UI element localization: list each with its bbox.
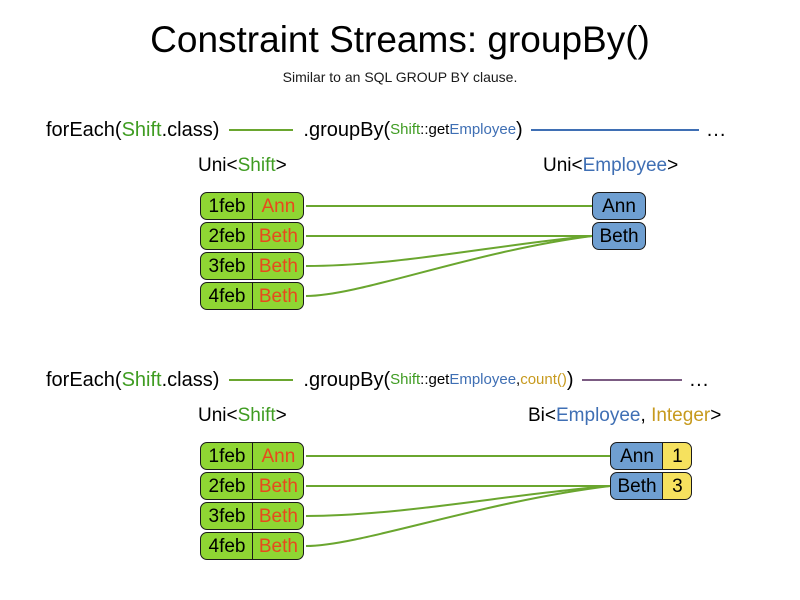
group-by-arg-class: Shift	[390, 121, 421, 138]
shift-employee: Beth	[252, 472, 305, 500]
stream-type-right-2-type: Employee	[556, 405, 641, 426]
shift-row: 3feb Beth	[200, 502, 305, 530]
group-by-prefix: .groupBy(	[303, 369, 391, 391]
group-row: Ann	[592, 192, 646, 220]
page-title: Constraint Streams: groupBy()	[150, 19, 650, 60]
stream-type-left-1-type: Shift	[237, 155, 276, 176]
shift-row: 1feb Ann	[200, 442, 305, 470]
shift-employee: Beth	[252, 532, 305, 560]
pipeline-ellipsis-1: ...	[706, 119, 727, 141]
for-each-prefix: forEach(	[46, 369, 122, 391]
group-count: 1	[662, 442, 693, 470]
shift-row: 2feb Beth	[200, 472, 305, 500]
pipeline-ellipsis-2: ...	[689, 369, 710, 391]
group-row: Ann 1	[610, 442, 693, 470]
stream-type-left-1-prefix: Uni<	[198, 155, 238, 176]
group-by-arg-property: Employee	[449, 121, 517, 138]
group-by-arg-separator: ,	[516, 371, 521, 388]
shift-date: 4feb	[200, 532, 254, 560]
group-by-arg-collector: count()	[520, 371, 567, 388]
stream-type-right-1-suffix: >	[667, 155, 679, 176]
shift-date: 4feb	[200, 282, 254, 310]
stream-type-left-2-prefix: Uni<	[198, 405, 238, 426]
stream-type-right-2-suffix: >	[710, 405, 722, 426]
for-each-type: Shift	[121, 369, 162, 391]
stream-type-right-1-type: Employee	[582, 155, 668, 176]
shift-row: 1feb Ann	[200, 192, 305, 220]
shift-date: 2feb	[200, 472, 254, 500]
stream-type-right-2-separator: ,	[640, 405, 652, 426]
shift-date: 1feb	[200, 192, 254, 220]
group-by-prefix: .groupBy(	[303, 119, 391, 141]
pipeline-rule-blue-1	[530, 129, 699, 131]
shift-row: 2feb Beth	[200, 222, 305, 250]
pipeline-rule-green-1	[229, 129, 294, 131]
group-by-suffix: )	[516, 119, 523, 141]
stream-type-left-2-suffix: >	[275, 405, 287, 426]
connector-3feb-beth	[305, 235, 593, 267]
pipeline-code-line-2: forEach(Shift.class) .groupBy(Shift::get…	[46, 366, 709, 394]
group-row: Beth 3	[610, 472, 693, 500]
shift-employee: Ann	[252, 442, 305, 470]
page-subtitle: Similar to an SQL GROUP BY clause.	[282, 69, 518, 85]
stream-type-right-2: Bi<Employee, Integer>	[528, 404, 721, 428]
shift-row: 4feb Beth	[200, 532, 305, 560]
shift-date: 2feb	[200, 222, 254, 250]
for-each-suffix: .class)	[161, 369, 220, 391]
group-employee: Beth	[610, 472, 664, 500]
stream-type-right-1-prefix: Uni<	[543, 155, 583, 176]
group-by-arg-method: ::get	[420, 371, 450, 388]
for-each-prefix: forEach(	[46, 119, 122, 141]
pipeline-rule-green-2	[229, 379, 294, 381]
group-by-arg-class: Shift	[390, 371, 421, 388]
shift-employee: Beth	[252, 252, 305, 280]
group-employee: Beth	[592, 222, 646, 250]
shift-employee: Ann	[252, 192, 305, 220]
for-each-suffix: .class)	[161, 119, 220, 141]
stream-type-right-2-type2: Integer	[651, 405, 711, 426]
shift-employee: Beth	[252, 502, 305, 530]
shift-date: 3feb	[200, 502, 254, 530]
stream-type-right-1: Uni<Employee>	[543, 154, 678, 178]
stream-type-left-2-type: Shift	[237, 405, 276, 426]
group-employee: Ann	[592, 192, 646, 220]
shift-row: 4feb Beth	[200, 282, 305, 310]
stream-type-left-1-suffix: >	[275, 155, 287, 176]
shift-employee: Beth	[252, 282, 305, 310]
stream-type-right-2-prefix: Bi<	[528, 405, 556, 426]
group-row: Beth	[592, 222, 646, 250]
group-count: 3	[662, 472, 693, 500]
for-each-type: Shift	[121, 119, 162, 141]
stream-type-left-1: Uni<Shift>	[198, 154, 287, 178]
shift-date: 1feb	[200, 442, 254, 470]
group-by-arg-method: ::get	[420, 121, 450, 138]
connector2-3feb-beth	[305, 485, 611, 517]
pipeline-rule-purple-2	[581, 379, 682, 381]
stream-type-left-2: Uni<Shift>	[198, 404, 287, 428]
group-employee: Ann	[610, 442, 664, 470]
connector2-4feb-beth	[305, 485, 611, 547]
group-by-suffix: )	[566, 369, 574, 391]
connector-4feb-beth	[305, 235, 593, 297]
shift-employee: Beth	[252, 222, 305, 250]
shift-row: 3feb Beth	[200, 252, 305, 280]
shift-date: 3feb	[200, 252, 254, 280]
group-by-arg-property: Employee	[449, 371, 517, 388]
pipeline-code-line-1: forEach(Shift.class) .groupBy(Shift::get…	[46, 116, 726, 144]
